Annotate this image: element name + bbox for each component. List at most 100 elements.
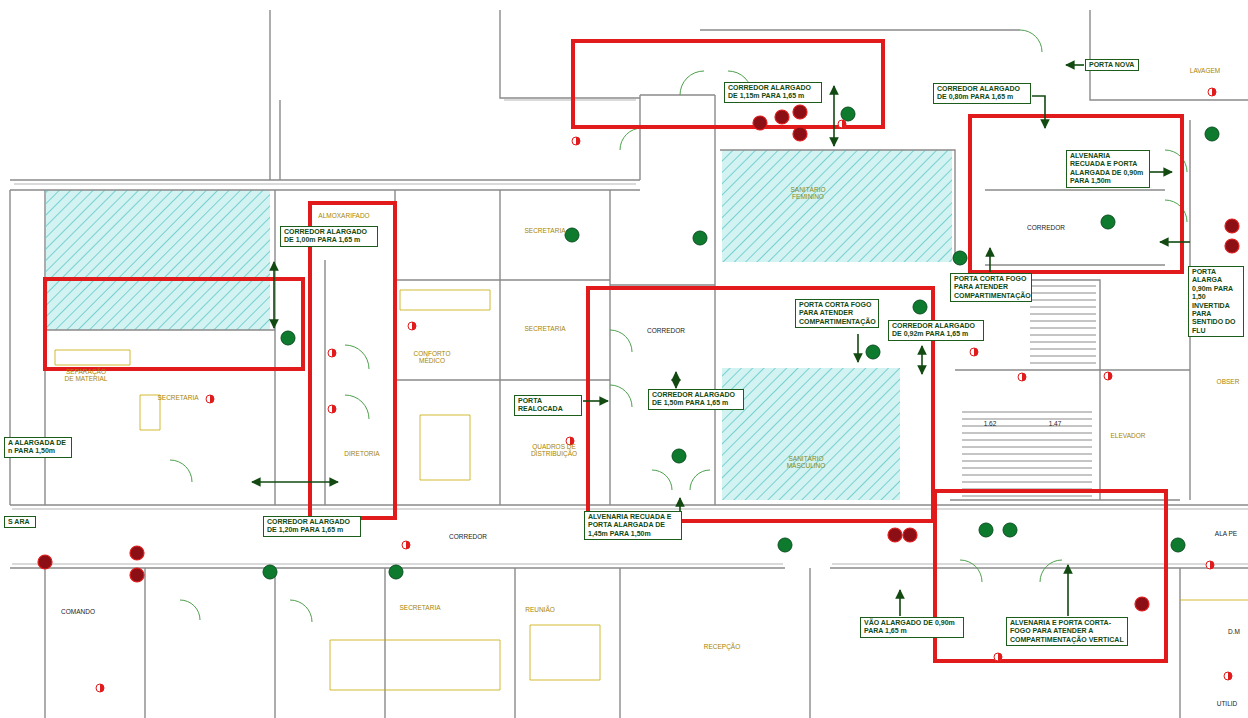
light-symbol [332, 405, 336, 413]
light-symbol [412, 322, 416, 330]
light-symbol [1206, 561, 1214, 569]
exit-sign-symbol [1003, 523, 1017, 537]
note-box: VÃO ALARGADO DE 0,90m PARA 1,65 m [860, 617, 964, 638]
stair-tread [1030, 342, 1096, 343]
room-label: CORREDOR [438, 533, 498, 540]
light-symbol [96, 684, 104, 692]
furniture [55, 290, 1248, 690]
note-box: PORTA NOVA [1085, 59, 1139, 71]
note-box: PORTA REALOCADA [514, 395, 582, 416]
room-label: 1.62 [978, 420, 1002, 427]
room-label: D.M [1223, 628, 1245, 635]
note-text: PORTA ALARGA 0,90m PARA 1,50 INVERTIDA P… [1192, 268, 1240, 335]
exit-sign-symbol [866, 345, 880, 359]
label-text: LAVAGEM [1190, 67, 1220, 74]
exit-sign-symbol [693, 231, 707, 245]
hatched-area [722, 150, 952, 262]
note-box: ALVENARIA E PORTA CORTA-FOGO PARA ATENDE… [1006, 617, 1128, 646]
label-text: SECRETARIA [524, 325, 565, 332]
room-label: DIRETORIA [337, 450, 387, 457]
hatched-area [722, 368, 900, 500]
light-symbol [974, 348, 978, 356]
stair-tread [962, 412, 1092, 413]
room-label: 1.47 [1043, 420, 1067, 427]
note-box: CORREDOR ALARGADO DE 1,50m PARA 1,65 m [648, 389, 744, 410]
stair-tread [1030, 300, 1096, 301]
exit-sign-symbol [1205, 127, 1219, 141]
light-symbol [1228, 672, 1232, 680]
note-text: CORREDOR ALARGADO DE 0,92m PARA 1,65 m [892, 322, 980, 339]
note-box: S ARA [4, 516, 36, 528]
extinguisher-symbol [130, 568, 144, 582]
door-swings [170, 30, 1187, 622]
stair-tread [1030, 363, 1096, 364]
exit-sign-symbol [565, 228, 579, 242]
label-text: RECEPÇÃO [704, 643, 740, 650]
extinguisher-symbol [775, 110, 789, 124]
note-box: ALVENARIA RECUADA E PORTA ALARGADA DE 0,… [1066, 150, 1150, 188]
label-text: ELEVADOR [1111, 432, 1146, 439]
extinguisher-symbol [38, 555, 52, 569]
light-symbol [1018, 373, 1026, 381]
label-text: OBSER [1217, 378, 1240, 385]
light-symbol [332, 349, 336, 357]
label-text: SECRETARIA [157, 394, 198, 401]
stair-tread [962, 454, 1092, 455]
light-symbol [328, 405, 336, 413]
exit-sign-symbol [841, 107, 855, 121]
light-symbol [1210, 561, 1214, 569]
exit-sign-symbol [672, 449, 686, 463]
label-text: D.M [1228, 628, 1240, 635]
note-text: ALVENARIA RECUADA E PORTA ALARGADA DE 0,… [1070, 152, 1146, 186]
note-text: CORREDOR ALARGADO DE 1,15m PARA 1,65 m [728, 84, 818, 101]
stair-tread [1030, 307, 1096, 308]
room-label: SANITÁRIO MASCULINO [776, 455, 836, 470]
label-text: 1.62 [984, 420, 997, 427]
stair-tread [1030, 314, 1096, 315]
dimension-arrows [252, 65, 1190, 616]
label-text: SEPARAÇÃO DE MATERIAL [65, 368, 108, 382]
note-text: CORREDOR ALARGADO DE 1,00m PARA 1,65 m [284, 228, 374, 245]
label-text: SANITÁRIO FEMININO [790, 186, 825, 200]
label-text: SANITÁRIO MASCULINO [787, 455, 826, 469]
note-text: CORREDOR ALARGADO DE 1,20m PARA 1,65 m [267, 518, 357, 535]
extinguisher-symbol [888, 528, 902, 542]
light-symbol [572, 137, 580, 145]
extinguisher-symbol [903, 528, 917, 542]
label-text: CORREDOR [647, 327, 685, 334]
exit-sign-symbol [778, 538, 792, 552]
extinguisher-symbol [793, 127, 807, 141]
extinguisher-symbol [1225, 239, 1239, 253]
label-text: UTILID [1217, 700, 1238, 707]
room-label: SECRETARIA [390, 604, 450, 611]
note-text: VÃO ALARGADO DE 0,90m PARA 1,65 m [864, 619, 960, 636]
room-label: OBSER [1211, 378, 1245, 385]
light-symbol [408, 322, 416, 330]
light-symbol [842, 120, 846, 128]
light-symbol [998, 653, 1002, 661]
stair-tread [962, 496, 1092, 497]
room-label: LAVAGEM [1180, 67, 1230, 74]
stair-tread [962, 433, 1092, 434]
extinguisher-symbol [1225, 219, 1239, 233]
label-text: ALA PE [1215, 530, 1237, 537]
note-text: ALVENARIA RECUADA E PORTA ALARGADA DE 1,… [588, 513, 678, 538]
stair-tread [1030, 328, 1096, 329]
note-text: PORTA CORTA FOGO PARA ATENDER COMPARTIME… [799, 301, 875, 326]
light-symbol [100, 684, 104, 692]
note-box: CORREDOR ALARGADO DE 1,00m PARA 1,65 m [280, 226, 378, 247]
extinguisher-symbol [130, 546, 144, 560]
label-text: SECRETARIA [399, 604, 440, 611]
room-label: SANITÁRIO FEMININO [778, 186, 838, 201]
light-symbol [576, 137, 580, 145]
light-symbol [1104, 372, 1112, 380]
light-symbol [1212, 88, 1216, 96]
note-box: CORREDOR ALARGADO DE 0,92m PARA 1,65 m [888, 320, 984, 341]
room-label: RECEPÇÃO [697, 643, 747, 650]
stair-tread [1030, 286, 1096, 287]
note-text: A ALARGADA DE n PARA 1,50m [8, 439, 68, 456]
note-text: S ARA [8, 518, 32, 526]
label-text: CORREDOR [449, 533, 487, 540]
